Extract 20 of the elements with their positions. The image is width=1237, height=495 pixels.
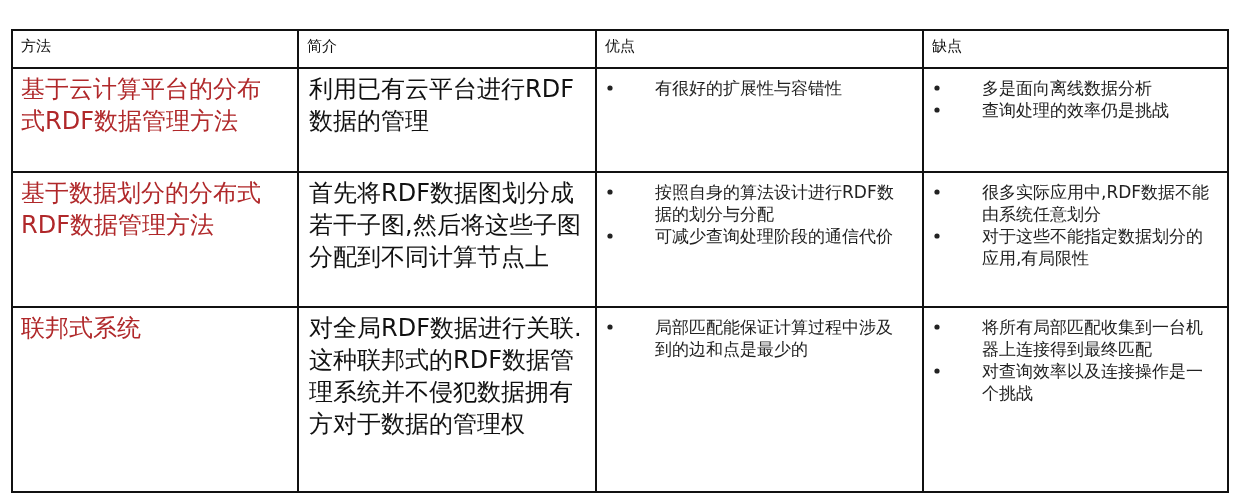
description-text: 对全局RDF数据进行关联.这种联邦式的RDF数据管理系统并不侵犯数据拥有方对于数据的管理权 <box>309 313 583 440</box>
bullet-item: 查询处理的效率仍是挑战 <box>982 99 1170 121</box>
description-text: 利用已有云平台进行RDF数据的管理 <box>309 74 575 137</box>
method-name: 基于云计算平台的分布式RDF数据管理方法 <box>21 74 262 137</box>
method-name: 基于数据划分的分布式RDF数据管理方法 <box>21 178 262 241</box>
bullet-item: 将所有局部匹配收集到一台机器上连接得到最终匹配 <box>982 316 1204 360</box>
header-text: 方法 <box>21 37 52 56</box>
bullet-item: 可减少查询处理阶段的通信代价 <box>655 225 894 247</box>
header-text: 简介 <box>307 37 338 56</box>
bullet-item: 按照自身的算法设计进行RDF数据的划分与分配 <box>655 181 895 225</box>
bullet-item: 多是面向离线数据分析 <box>982 77 1153 99</box>
bullet-item: 有很好的扩展性与容错性 <box>655 77 843 99</box>
bullet-item: 对于这些不能指定数据划分的应用,有局限性 <box>982 225 1204 269</box>
bullet-item: 很多实际应用中,RDF数据不能由系统任意划分 <box>982 181 1211 225</box>
header-text: 缺点 <box>932 37 963 56</box>
method-name: 联邦式系统 <box>21 313 142 344</box>
bullet-item: 局部匹配能保证计算过程中涉及到的边和点是最少的 <box>655 316 894 360</box>
description-text: 首先将RDF数据图划分成若干子图,然后将这些子图分配到不同计算节点上 <box>309 178 582 273</box>
bullet-item: 对查询效率以及连接操作是一个挑战 <box>982 360 1204 404</box>
header-text: 优点 <box>605 37 636 56</box>
